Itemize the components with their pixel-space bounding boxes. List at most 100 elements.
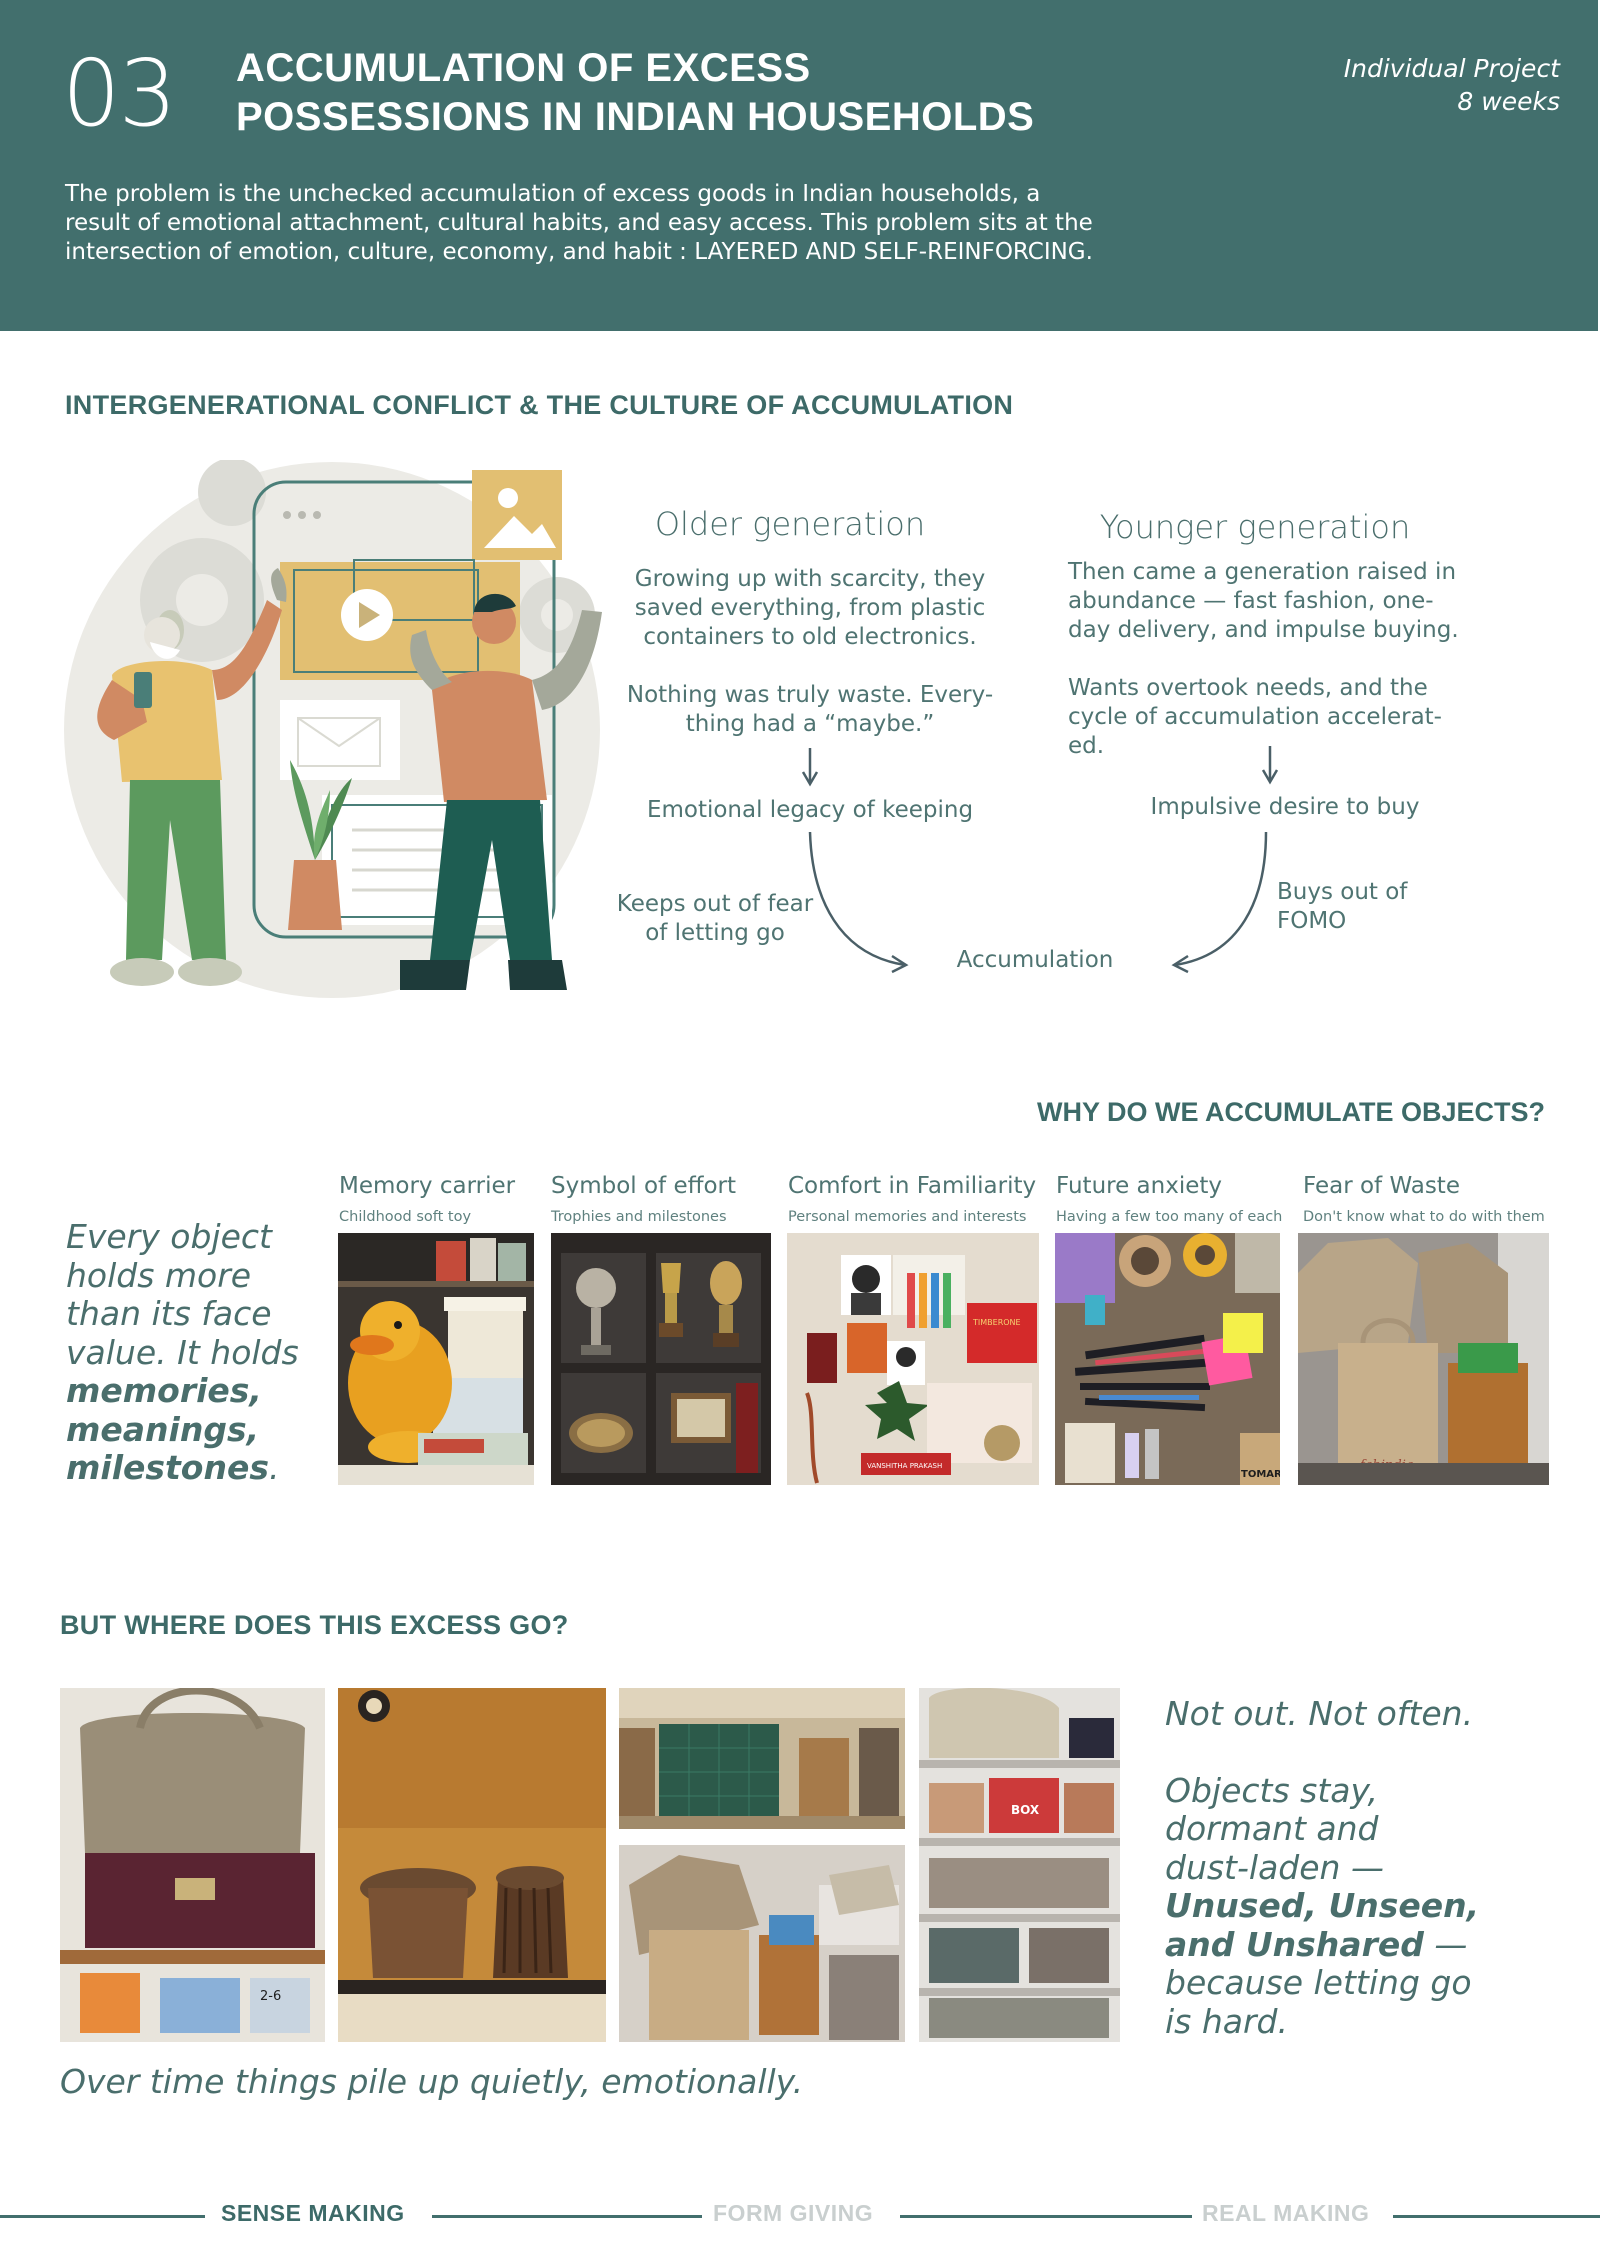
photo-cluttered-cabinet-top <box>619 1688 905 1829</box>
photo-too-many-supplies: TOMAR <box>1055 1233 1280 1485</box>
category-title: Comfort in Familiarity <box>788 1173 1037 1199</box>
photo-childhood-soft-toy <box>338 1233 534 1485</box>
project-meta: Individual Project 8 weeks <box>1344 52 1560 118</box>
younger-generation-para1: Then came a generation raised in abundan… <box>1068 558 1508 645</box>
plant-pot <box>288 860 342 930</box>
category-subtitle: Childhood soft toy <box>339 1209 472 1225</box>
older-para1-line3: containers to old electronics. <box>643 624 977 650</box>
younger-para1-line3: day delivery, and impulse buying. <box>1068 617 1459 643</box>
excess-quote-bold1: Unused, Unseen, <box>1165 1886 1480 1925</box>
younger-outcome: Impulsive desire to buy <box>1150 794 1420 820</box>
photo-marker-label: TOMAR <box>1241 1469 1280 1480</box>
mail-icon <box>297 717 381 767</box>
younger-para1-line2: abundance — fast fashion, one- <box>1068 588 1434 614</box>
section-title-conflict: INTERGENERATIONAL CONFLICT & THE CULTURE… <box>65 390 1014 420</box>
project-title-line2: POSSESSIONS IN INDIAN HOUSEHOLDS <box>236 95 1035 139</box>
younger-generation-para2: Wants overtook needs, and the cycle of a… <box>1068 674 1508 761</box>
photo-fear-of-waste-bags: fabindia <box>1298 1233 1549 1485</box>
older-reason-line2: of letting go <box>645 920 785 946</box>
younger-reason-line2: FOMO <box>1277 908 1347 934</box>
footer-line <box>900 2215 1192 2218</box>
excess-quote-dash: — <box>1423 1924 1468 1964</box>
arrow-down-icon <box>1261 746 1279 785</box>
younger-para2-line1: Wants overtook needs, and the <box>1068 675 1428 701</box>
curved-arrow-icon <box>1171 831 1268 974</box>
pile-up-quote: Over time things pile up quietly, emotio… <box>60 2062 804 2101</box>
photo-wardrobe-boxes: BOX <box>919 1688 1120 2042</box>
excess-quote-line7: because letting go <box>1165 1963 1472 2002</box>
category-title: Symbol of effort <box>551 1173 737 1199</box>
category-subtitle: Having a few too many of each <box>1056 1209 1283 1225</box>
older-generation-para2: Nothing was truly waste. Every- thing ha… <box>600 681 1020 739</box>
quote-line3: than its face <box>66 1294 272 1333</box>
stage-sense-making: SENSE MAKING <box>221 2200 405 2226</box>
category-title: Memory carrier <box>339 1173 516 1199</box>
quote-line1: Every object <box>66 1217 272 1256</box>
older-generation-heading: Older generation <box>654 505 926 543</box>
older-para1-line2: saved everything, from plastic <box>634 595 986 621</box>
excess-quote-line8: is hard. <box>1165 2001 1288 2041</box>
curved-arrow-icon <box>808 831 909 974</box>
category-future-anxiety: Future anxiety Having a few too many of … <box>1056 1173 1282 1225</box>
quote-line4: value. It holds <box>66 1332 299 1372</box>
footer-line <box>432 2215 702 2218</box>
project-title-line1: ACCUMULATION OF EXCESS <box>236 46 811 90</box>
older-para2-line1: Nothing was truly waste. Every- <box>626 682 994 708</box>
quote-line2: holds more <box>66 1255 252 1295</box>
category-subtitle: Trophies and milestones <box>551 1209 727 1225</box>
project-number: 03 <box>62 40 177 147</box>
older-para1-line1: Growing up with scarcity, they <box>634 566 986 592</box>
excess-quote-line3: dormant and <box>1165 1809 1379 1848</box>
photo-personal-memories: TIMBERONE VANSHITHA PRAKASH <box>787 1233 1039 1485</box>
photo-tabla-drums-cabinet <box>338 1688 606 2042</box>
section-title-why: WHY DO WE ACCUMULATE OBJECTS? <box>1037 1097 1545 1127</box>
problem-statement: The problem is the unchecked accumulatio… <box>65 180 1245 267</box>
excess-quote: Not out. Not often. Objects stay, dorman… <box>1165 1694 1525 2041</box>
flow-arrows <box>801 746 1279 974</box>
photo-trophies-and-milestones <box>551 1233 771 1485</box>
category-title: Fear of Waste <box>1303 1173 1460 1199</box>
category-title: Future anxiety <box>1056 1173 1223 1199</box>
category-memory-carrier: Memory carrier Childhood soft toy <box>339 1173 515 1225</box>
photo-name-tag: VANSHITHA PRAKASH <box>867 1462 942 1470</box>
quote-bold-milestones: milestones <box>66 1448 269 1487</box>
photo-brand-label: TIMBERONE <box>972 1318 1021 1327</box>
problem-statement-line1: The problem is the unchecked accumulatio… <box>65 181 1041 207</box>
older-outcome: Emotional legacy of keeping <box>646 797 974 823</box>
younger-reason-line1: Buys out of <box>1277 879 1408 905</box>
arrow-down-icon <box>801 748 819 787</box>
object-value-quote: Every object holds more than its face va… <box>66 1217 336 1488</box>
quote-bold-memories: memories, <box>66 1371 262 1410</box>
category-subtitle: Don't know what to do with them <box>1303 1209 1545 1225</box>
category-symbol-of-effort: Symbol of effort Trophies and milestones <box>551 1173 736 1225</box>
problem-statement-line2: result of emotional attachment, cultural… <box>65 210 1093 236</box>
older-generation-para1: Growing up with scarcity, they saved eve… <box>600 565 1020 652</box>
younger-reason: Buys out of FOMO <box>1277 878 1477 936</box>
footer-line <box>1393 2215 1600 2218</box>
photo-shopping-bags-pile <box>619 1845 905 2042</box>
older-para2-line2: thing had a “maybe.” <box>685 711 935 737</box>
footer-line <box>0 2215 205 2218</box>
younger-para2-line3: ed. <box>1068 733 1105 759</box>
stage-form-giving: FORM GIVING <box>713 2200 874 2226</box>
younger-generation-figure <box>400 593 602 990</box>
excess-quote-bold2: and Unshared <box>1165 1924 1424 1964</box>
section-title-excess: BUT WHERE DOES THIS EXCESS GO? <box>60 1610 569 1640</box>
category-comfort-in-familiarity: Comfort in Familiarity Personal memories… <box>788 1173 1036 1225</box>
younger-para2-line2: cycle of accumulation accelerat- <box>1068 704 1442 730</box>
quote-period: . <box>269 1448 280 1487</box>
younger-para1-line1: Then came a generation raised in <box>1068 559 1457 585</box>
play-icon <box>341 589 393 641</box>
excess-quote-line4: dust-laden — <box>1165 1847 1384 1887</box>
photo-box-label: BOX <box>1011 1803 1040 1817</box>
excess-quote-line2: Objects stay, <box>1165 1770 1378 1810</box>
image-icon <box>484 488 556 548</box>
stage-real-making: REAL MAKING <box>1202 2200 1370 2226</box>
accumulation-result: Accumulation <box>956 947 1114 973</box>
header-banner: 03 ACCUMULATION OF EXCESS POSSESSIONS IN… <box>0 0 1598 331</box>
category-subtitle: Personal memories and interests <box>788 1209 1027 1225</box>
older-reason: Keeps out of fear of letting go <box>600 890 830 948</box>
older-generation-figure <box>97 568 287 986</box>
photo-tag-label: 2-6 <box>260 1989 281 2004</box>
generations-illustration <box>64 460 602 998</box>
